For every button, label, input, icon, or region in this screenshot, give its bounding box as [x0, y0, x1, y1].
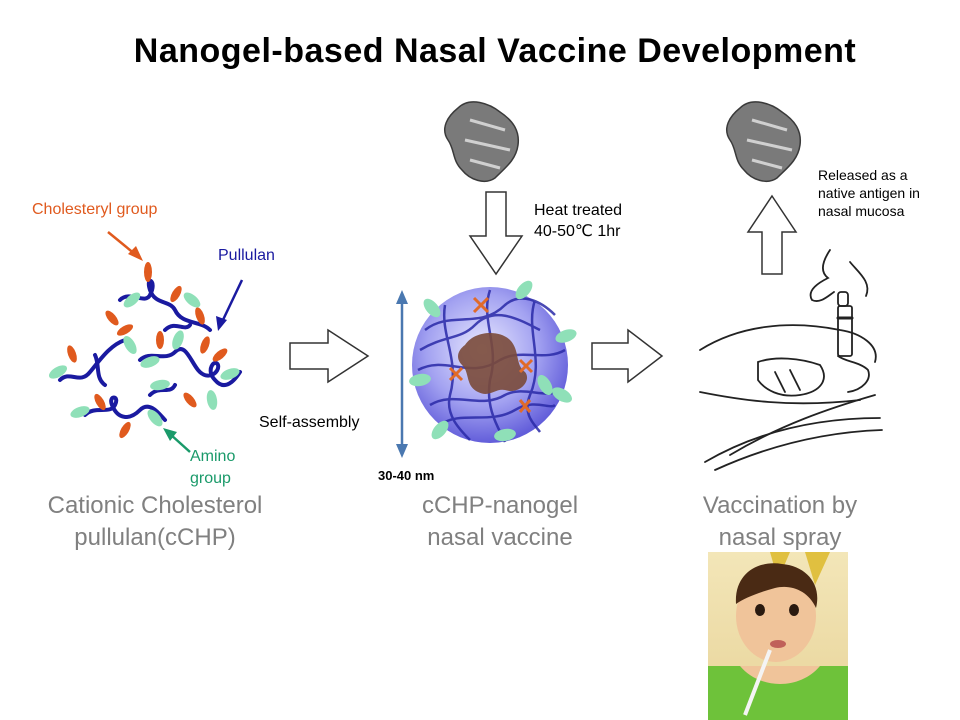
amino-label-line2: group — [190, 470, 231, 487]
nanogel-sphere-illustration — [409, 280, 577, 443]
released-antigen-protein-icon — [726, 101, 802, 182]
stage-1-line2: pullulan(cCHP) — [74, 524, 236, 551]
cholesteryl-groups — [67, 262, 228, 439]
amino-group-label: Amino group — [190, 446, 235, 490]
release-note-line3: nasal mucosa — [818, 203, 905, 219]
amino-groups — [48, 292, 240, 427]
amino-label-line1: Amino — [190, 448, 236, 465]
size-label: 30-40 nm — [378, 468, 435, 483]
release-note: Released as a native antigen in nasal mu… — [818, 166, 920, 220]
page-title: Nanogel-based Nasal Vaccine Development — [133, 32, 857, 70]
release-note-line1: Released as a — [818, 167, 908, 183]
heat-treatment-arrow — [468, 191, 524, 276]
antigen-inside — [458, 333, 528, 394]
heat-label-line1: Heat treated — [534, 202, 623, 219]
stage-2-caption: cCHP-nanogel nasal vaccine — [385, 490, 615, 554]
cholesteryl-group-label: Cholesteryl group — [32, 201, 158, 218]
scale-arrow — [396, 290, 408, 458]
stage-1-line1: Cationic Cholesterol — [47, 492, 263, 519]
release-arrow — [746, 194, 798, 275]
stage-3-caption: Vaccination by nasal spray — [665, 490, 895, 554]
stage-2-line1: cCHP-nanogel — [421, 492, 579, 519]
stage-1-caption: Cationic Cholesterol pullulan(cCHP) — [20, 490, 290, 554]
cchp-polymer-illustration — [48, 231, 244, 453]
self-assembly-label: Self-assembly — [259, 414, 360, 431]
stage-3-line2: nasal spray — [718, 524, 842, 551]
nasal-spray-illustration — [699, 249, 883, 471]
pullulan-label: Pullulan — [218, 247, 275, 264]
heat-label-line2: 40-50℃ 1hr — [534, 223, 621, 240]
release-note-line2: native antigen in — [818, 185, 920, 201]
child-vaccination-photo — [708, 552, 848, 720]
heat-treatment-label: Heat treated 40-50℃ 1hr — [534, 200, 622, 242]
stage-3-line1: Vaccination by — [702, 492, 858, 519]
process-arrow-2 — [591, 328, 664, 384]
antigen-protein-icon — [444, 101, 520, 182]
process-arrow-1 — [289, 328, 370, 384]
stage-2-line2: nasal vaccine — [427, 524, 573, 551]
